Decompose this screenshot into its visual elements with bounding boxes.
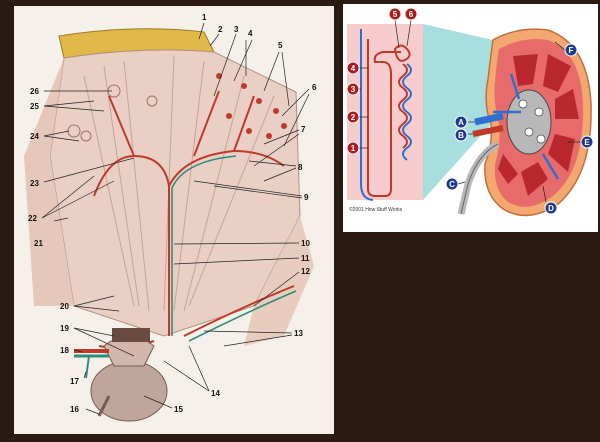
label-17: 17 (70, 377, 79, 386)
badge-6-text: 6 (409, 10, 414, 19)
label-21: 21 (34, 239, 43, 248)
badge-3 (346, 82, 360, 96)
label-20: 20 (60, 302, 69, 311)
glomeruli (216, 73, 287, 139)
badge-E-text: E (584, 138, 590, 147)
badge-2 (346, 110, 360, 124)
renal-pelvis (506, 89, 552, 155)
badge-1-text: 1 (351, 144, 356, 153)
label-14: 14 (211, 389, 220, 398)
medullary-rays (83, 55, 275, 312)
badge-D (544, 201, 558, 215)
label-2: 2 (218, 25, 223, 34)
badge-F (564, 43, 578, 57)
copyright-text: ©2001 How Stuff Works (349, 206, 403, 213)
label-19: 19 (60, 324, 69, 333)
badge-F-text: F (569, 46, 574, 55)
label-12: 12 (301, 267, 310, 276)
badge-C-text: C (449, 180, 455, 189)
label-15: 15 (174, 405, 183, 414)
nephron-zoom-box (347, 24, 423, 200)
badge-5 (388, 7, 402, 21)
badge-A (454, 115, 468, 129)
ureter-stub (97, 395, 111, 417)
badge-E (580, 135, 594, 149)
nephron-tubule (360, 29, 412, 201)
renal-vein (474, 112, 504, 126)
label-10: 10 (301, 239, 310, 248)
renal-lobe-illustration: 1 2 3 4 5 6 7 8 9 10 11 12 13 14 15 16 1… (24, 13, 317, 422)
badge-5-text: 5 (393, 10, 398, 19)
label-23: 23 (30, 179, 39, 188)
label-9: 9 (304, 193, 309, 202)
vein-branch-17 (85, 355, 90, 379)
left-label-group: 1 2 3 4 5 6 7 8 9 10 11 12 13 14 15 16 1… (28, 13, 317, 414)
label-16: 16 (70, 405, 79, 414)
badge-B (454, 128, 468, 142)
label-4: 4 (248, 29, 253, 38)
kidney-nephron-diagram: 1 2 3 4 5 6 A B C D E F ©2001 H (343, 4, 598, 232)
ureter-outline (460, 143, 499, 215)
renal-vein-branches (493, 73, 560, 180)
label-13: 13 (294, 329, 303, 338)
badge-4-text: 4 (351, 64, 356, 73)
outer-tissue-right (244, 216, 314, 346)
label-18: 18 (60, 346, 69, 355)
badge-A-text: A (458, 118, 464, 127)
badge-C (445, 177, 459, 191)
label-3: 3 (234, 25, 239, 34)
label-1: 1 (202, 13, 207, 22)
renal-lobe-diagram: 1 2 3 4 5 6 7 8 9 10 11 12 13 14 15 16 1… (14, 6, 334, 434)
badge-B-text: B (458, 131, 464, 140)
leader-lines (41, 22, 310, 415)
label-7: 7 (301, 125, 306, 134)
badge-2-text: 2 (351, 113, 356, 122)
label-24: 24 (30, 132, 39, 141)
zoom-projection (423, 24, 493, 200)
label-8: 8 (298, 163, 303, 172)
label-11: 11 (301, 254, 310, 263)
label-5: 5 (278, 41, 283, 50)
outer-tissue-left (24, 58, 74, 306)
calyces (518, 99, 546, 144)
label-26: 26 (30, 87, 39, 96)
renal-artery (472, 125, 504, 137)
cribriform-area (112, 328, 150, 342)
badge-4 (346, 61, 360, 75)
number-badges: 1 2 3 4 5 6 (346, 7, 418, 155)
badge-3-text: 3 (351, 85, 356, 94)
badge-6 (404, 7, 418, 21)
badge-1 (346, 141, 360, 155)
badge-D-text: D (548, 204, 554, 213)
renal-pyramids (498, 54, 579, 196)
label-25: 25 (30, 102, 39, 111)
letter-badges: A B C D E F (445, 43, 594, 215)
kidney-illustration: 1 2 3 4 5 6 A B C D E F ©2001 H (346, 7, 594, 217)
label-22: 22 (28, 214, 37, 223)
label-6: 6 (312, 83, 317, 92)
artery-network (93, 90, 295, 349)
